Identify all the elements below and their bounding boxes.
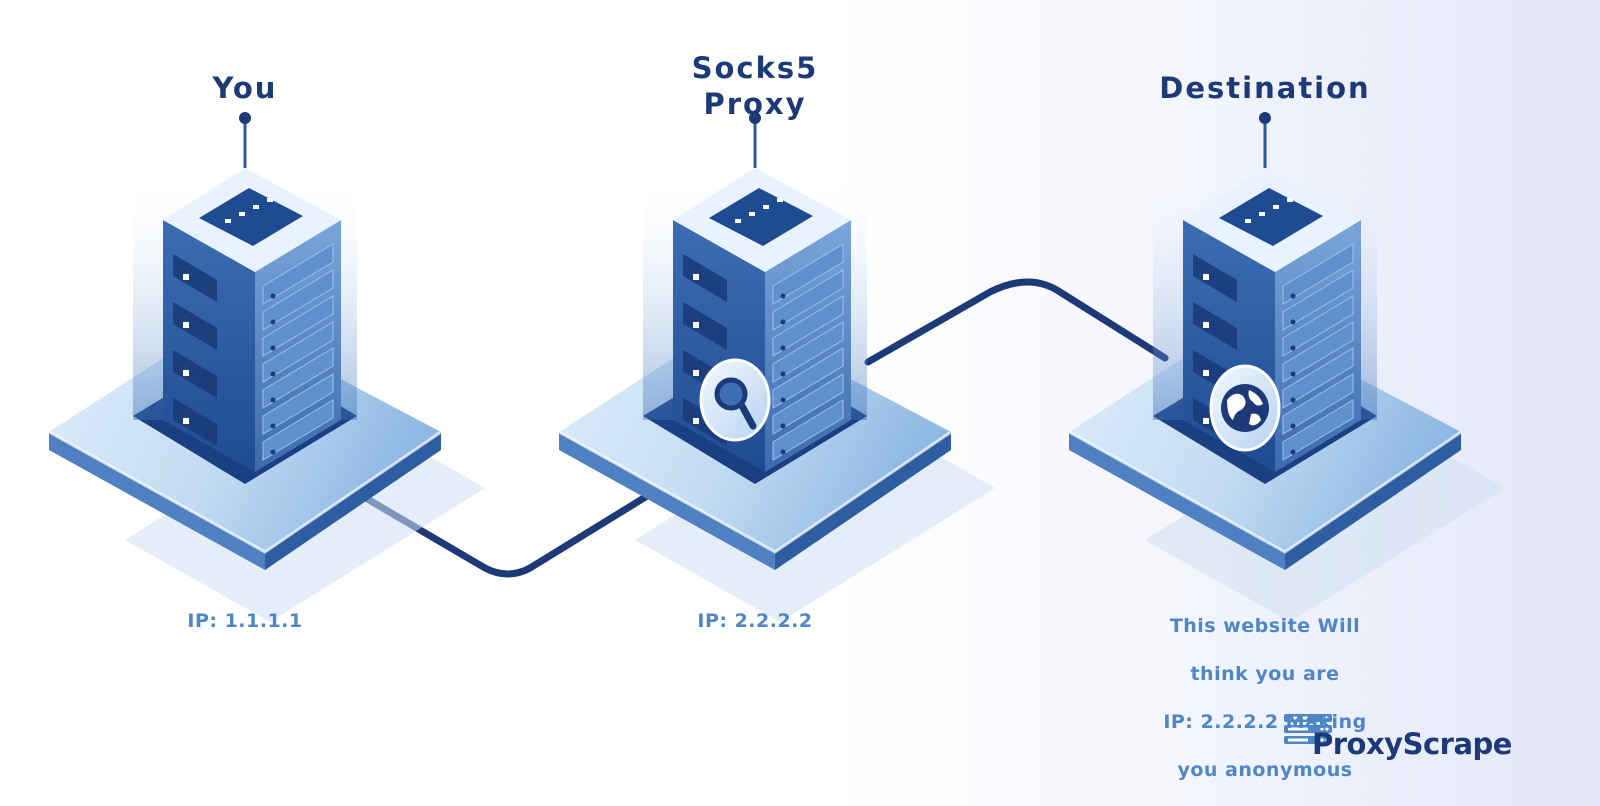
destination-caption-line: This website Will: [1169, 615, 1361, 637]
server-proxy: [557, 110, 997, 624]
destination-caption: This website Will think you are IP: 2.2.…: [1115, 590, 1415, 806]
node-title-you: You: [212, 71, 278, 105]
ip-label-proxy: IP: 2.2.2.2: [697, 610, 813, 632]
destination-caption-line: IP: 2.2.2.2 Making: [1163, 711, 1367, 733]
server-destination: [1067, 110, 1507, 624]
magnifier-icon: [699, 358, 771, 442]
node-title-proxy: Socks5 Proxy: [691, 51, 819, 121]
server-you: [47, 110, 487, 624]
connection-path-proxy-to-destination: [864, 278, 1169, 366]
ip-label-you: IP: 1.1.1.1: [187, 610, 303, 632]
node-title-destination: Destination: [1159, 71, 1371, 105]
brand-name: ProxyScrape: [1312, 727, 1512, 761]
globe-icon: [1209, 364, 1281, 452]
server-stack-icon: [1284, 714, 1332, 744]
destination-caption-line: think you are: [1190, 663, 1340, 685]
destination-caption-line: you anonymous: [1177, 759, 1353, 781]
connection-path-you-to-proxy: [348, 486, 656, 578]
